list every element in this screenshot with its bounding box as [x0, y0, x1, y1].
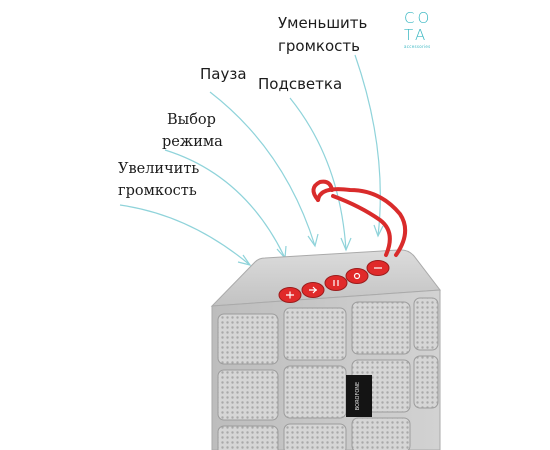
logo-caption: accessories — [404, 44, 431, 49]
label-mode-line1: Выбор — [167, 112, 216, 128]
speaker-grill — [217, 297, 439, 450]
brand-badge-text: BOROFONE — [355, 382, 361, 410]
logo-line-1: CO — [404, 9, 433, 27]
arrow-light — [289, 97, 347, 251]
button-light — [345, 268, 369, 284]
label-volume-down-line2: громкость — [278, 37, 360, 55]
arrow-light-head — [340, 237, 352, 252]
arrow-volume-up — [119, 204, 251, 266]
label-mode-line2: режима — [162, 134, 223, 150]
arrow-pause — [209, 91, 316, 247]
button-pause — [324, 275, 348, 291]
control-buttons — [278, 260, 390, 303]
logo-line-2: TA — [404, 26, 429, 44]
arrow-mode — [164, 149, 286, 259]
label-volume-down-line1: Уменьшить — [278, 14, 368, 32]
label-light: Подсветка — [258, 75, 343, 93]
label-pause: Пауза — [200, 65, 247, 83]
strap — [311, 179, 408, 257]
arrow-pause-head — [307, 233, 319, 248]
brand-logo: CO TA accessories — [404, 10, 434, 52]
arrow-volume-down — [354, 54, 381, 237]
arrow-volume-down-head — [373, 224, 384, 238]
speaker: BOROFONE — [210, 249, 441, 450]
arrow-volume-up-head — [237, 254, 252, 266]
label-volume-up-line2: громкость — [118, 183, 197, 199]
brand-badge — [346, 375, 372, 417]
callout-arrows — [119, 54, 384, 266]
label-volume-up-line1: Увеличить — [118, 161, 200, 177]
